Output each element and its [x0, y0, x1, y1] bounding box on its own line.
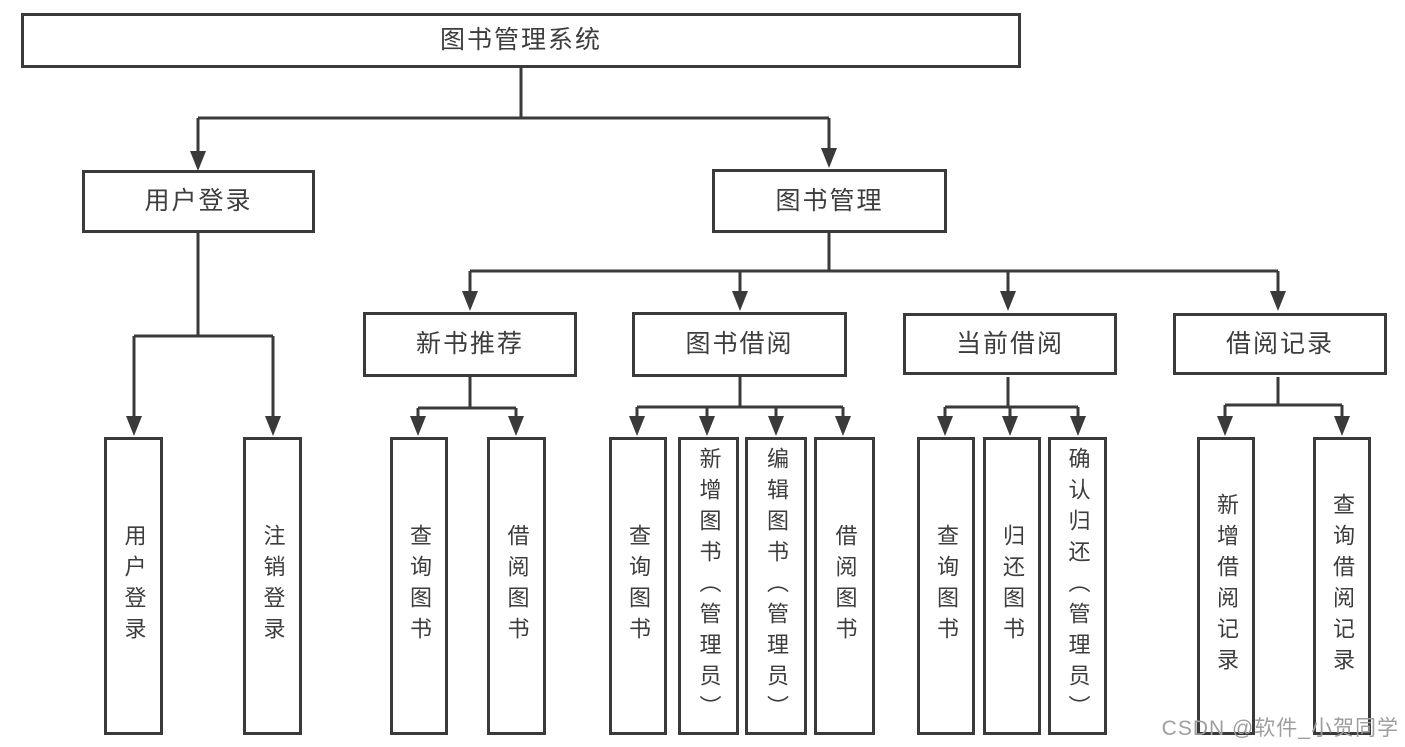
node-label: 借阅图书: [832, 524, 858, 648]
leaf-confirm-return-admin: 确认归还（管理员）: [1048, 437, 1107, 735]
node-label: 确认归还（管理员）: [1065, 446, 1091, 726]
leaf-borrow-book-1: 借阅图书: [487, 437, 546, 735]
node-label: 新增借阅记录: [1214, 493, 1239, 679]
connector-borrow-children: [629, 377, 851, 436]
leaf-user-login: 用户登录: [104, 437, 163, 735]
node-book-borrow: 图书借阅: [632, 312, 847, 377]
node-root-system: 图书管理系统: [21, 13, 1021, 68]
leaf-return-book: 归还图书: [983, 437, 1041, 735]
node-label: 编辑图书（管理员）: [764, 446, 789, 726]
node-label: 查询图书: [934, 524, 959, 648]
node-label: 图书管理系统: [439, 26, 602, 54]
leaf-query-book-2: 查询图书: [609, 437, 667, 735]
leaf-query-book-1: 查询图书: [390, 437, 448, 735]
node-borrow-record: 借阅记录: [1173, 313, 1387, 375]
node-label: 新书推荐: [415, 330, 524, 358]
node-label: 用户登录: [121, 524, 147, 648]
leaf-query-borrow-record: 查询借阅记录: [1313, 437, 1371, 735]
node-current-borrow: 当前借阅: [903, 313, 1117, 375]
leaf-logout: 注销登录: [243, 437, 302, 735]
node-new-book-recommend: 新书推荐: [363, 312, 577, 377]
connector-book-mgmt-children: [462, 233, 1286, 311]
connector-record-children: [1217, 377, 1350, 436]
leaf-add-book-admin: 新增图书（管理员）: [678, 437, 739, 735]
node-label: 查询图书: [626, 524, 651, 648]
node-label: 注销登录: [260, 524, 286, 648]
node-label: 图书借阅: [685, 330, 794, 358]
node-label: 图书管理: [775, 186, 884, 215]
connector-new-book-children: [410, 377, 524, 436]
node-label: 当前借阅: [955, 329, 1064, 358]
connector-root-to-level2: [190, 68, 837, 171]
node-label: 查询图书: [407, 524, 432, 648]
node-label: 归还图书: [1000, 524, 1025, 648]
node-label: 借阅记录: [1225, 329, 1334, 358]
node-book-management: 图书管理: [712, 169, 947, 233]
node-label: 查询借阅记录: [1330, 493, 1355, 679]
leaf-borrow-book-2: 借阅图书: [814, 437, 875, 735]
leaf-add-borrow-record: 新增借阅记录: [1197, 437, 1255, 735]
connector-current-borrow-children: [937, 377, 1086, 436]
node-label: 新增图书（管理员）: [696, 446, 722, 726]
leaf-query-book-3: 查询图书: [917, 437, 975, 735]
csdn-watermark: CSDN @软件_小贺同学: [1161, 717, 1399, 740]
node-label: 用户登录: [144, 187, 253, 215]
node-label: 借阅图书: [504, 524, 530, 648]
node-user-login: 用户登录: [82, 170, 315, 233]
leaf-edit-book-admin: 编辑图书（管理员）: [745, 437, 807, 735]
connector-user-login-children: [126, 233, 281, 436]
